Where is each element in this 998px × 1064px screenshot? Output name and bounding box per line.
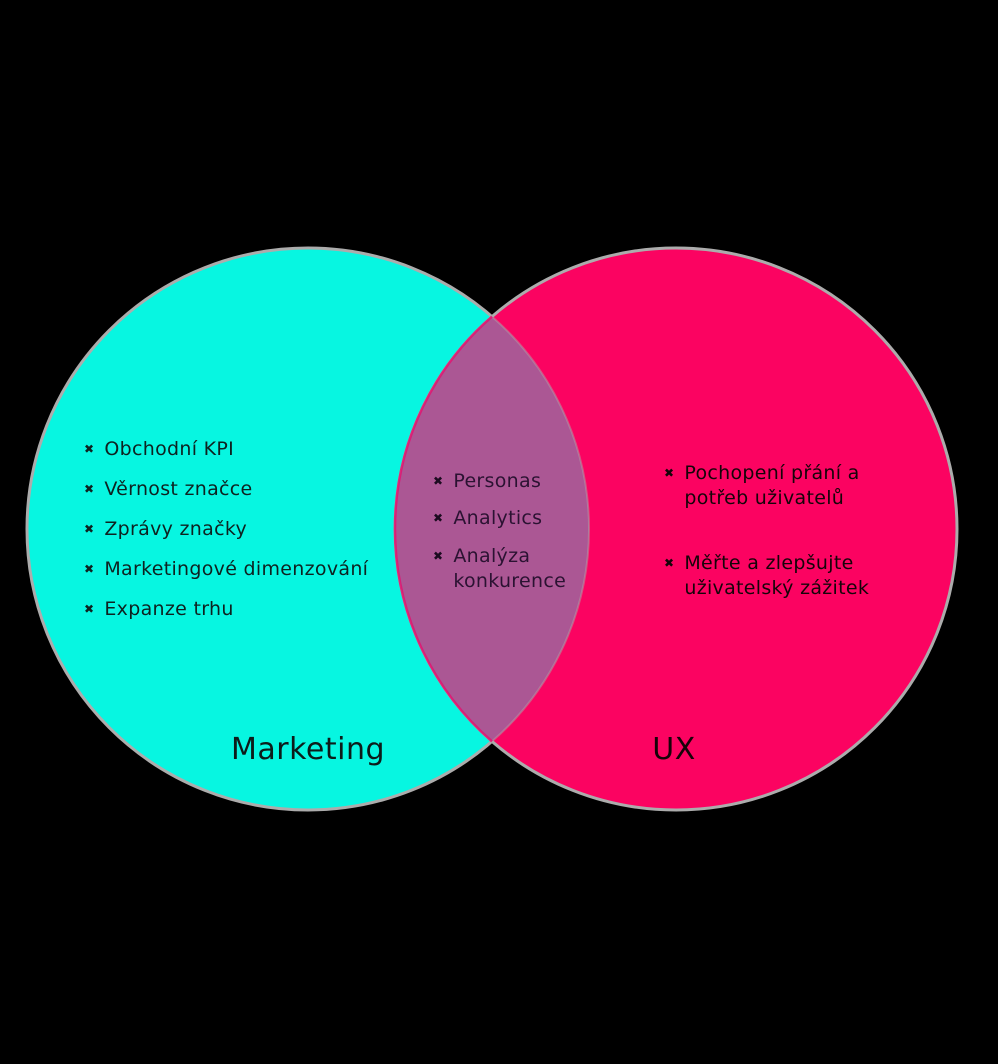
x-bullet-icon: ✖ — [84, 482, 95, 496]
list-item: ✖ Personas — [433, 470, 568, 492]
list-item: ✖ Měřte a zlepšujte uživatelský zážitek — [664, 551, 874, 601]
x-bullet-icon: ✖ — [433, 474, 444, 488]
list-item: ✖ Věrnost značce — [84, 478, 368, 500]
marketing-list: ✖ Obchodní KPI ✖ Věrnost značce ✖ Zprávy… — [84, 438, 368, 638]
overlap-item-label: Analýza konkurence — [453, 545, 567, 592]
x-bullet-icon: ✖ — [664, 556, 675, 570]
x-bullet-icon: ✖ — [84, 602, 95, 616]
marketing-item-label: Obchodní KPI — [104, 438, 235, 460]
overlap-right-edge — [491, 315, 590, 743]
overlap-list: ✖ Personas ✖ Analytics ✖ Analýza konkure… — [433, 470, 568, 609]
x-bullet-icon: ✖ — [664, 466, 675, 480]
list-item: ✖ Expanze trhu — [84, 598, 368, 620]
overlap-item-label: Personas — [453, 470, 542, 492]
marketing-circle-label: Marketing — [230, 732, 386, 767]
x-bullet-icon: ✖ — [433, 549, 444, 563]
ux-list: ✖ Pochopení přání a potřeb uživatelů ✖ M… — [664, 461, 874, 641]
marketing-item-label: Věrnost značce — [104, 478, 253, 500]
marketing-item-label: Expanze trhu — [104, 598, 234, 620]
list-item: ✖ Analytics — [433, 507, 568, 529]
x-bullet-icon: ✖ — [433, 511, 444, 525]
list-item: ✖ Marketingové dimenzování — [84, 558, 368, 580]
overlap-lens — [394, 316, 590, 742]
marketing-item-label: Marketingové dimenzování — [104, 558, 369, 580]
list-item: ✖ Pochopení přání a potřeb uživatelů — [664, 461, 874, 511]
list-item: ✖ Obchodní KPI — [84, 438, 368, 460]
x-bullet-icon: ✖ — [84, 442, 95, 456]
overlap-item-label: Analytics — [453, 507, 543, 529]
x-bullet-icon: ✖ — [84, 562, 95, 576]
marketing-item-label: Zprávy značky — [104, 518, 247, 540]
ux-item-label: Měřte a zlepšujte uživatelský zážitek — [684, 552, 870, 599]
x-bullet-icon: ✖ — [84, 522, 95, 536]
ux-item-label: Pochopení přání a potřeb uživatelů — [684, 462, 860, 509]
ux-circle-label: UX — [652, 732, 696, 767]
list-item: ✖ Zprávy značky — [84, 518, 368, 540]
list-item: ✖ Analýza konkurence — [433, 544, 568, 594]
overlap-left-edge — [393, 315, 493, 743]
